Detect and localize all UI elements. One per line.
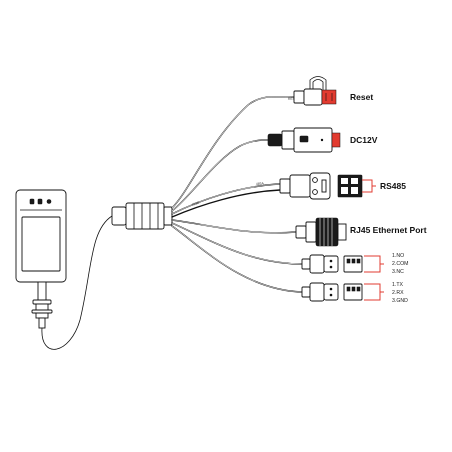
label-rs485: RS485 [380, 181, 406, 191]
serial-pin-1: 1.TX [392, 282, 403, 288]
terminal-device [15, 189, 67, 283]
dc12v-connector [267, 127, 341, 153]
relay-pin-1: 1.NO [392, 253, 404, 259]
relay-pin-2: 2.COM [392, 261, 408, 267]
cable-print-485a: 485A [256, 181, 265, 186]
relay-pin-3: 3.NC [392, 269, 404, 275]
label-dc12v: DC12V [350, 135, 378, 145]
serial-pin-2: 2.RX [392, 290, 404, 296]
rs485-connector [279, 172, 376, 200]
serial-connector [301, 282, 384, 302]
device-mount-stand [31, 281, 53, 329]
wire-serial [171, 225, 303, 293]
label-rj45: RJ45 Ethernet Port [350, 225, 427, 235]
label-reset: Reset [350, 92, 373, 102]
relay-connector [301, 254, 384, 274]
wire-relay [171, 222, 303, 265]
reset-connector [293, 76, 337, 106]
device-cable [41, 215, 113, 350]
serial-pin-3: 3.GND [392, 298, 408, 304]
rj45-connector [295, 217, 347, 247]
cable-hub-connector [111, 202, 173, 230]
cable-print-485b: 485B [191, 200, 200, 206]
